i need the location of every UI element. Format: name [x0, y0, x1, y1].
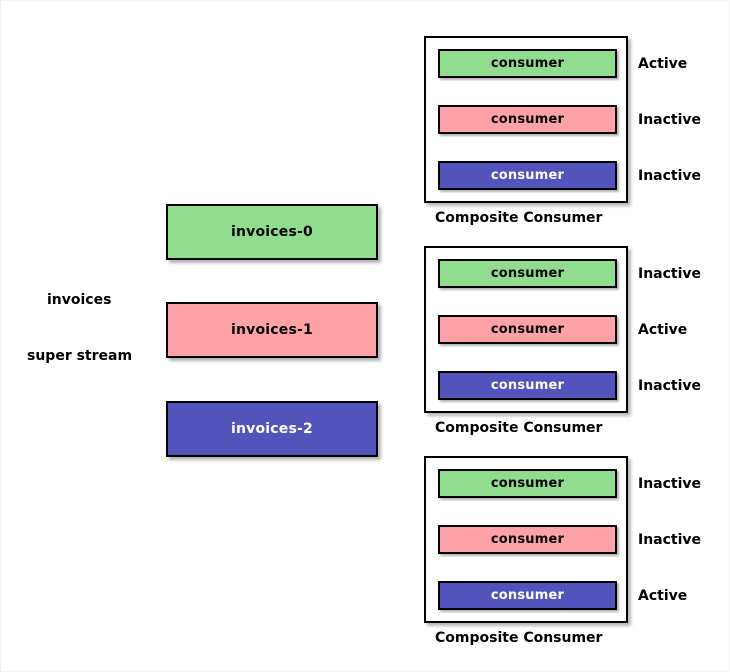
stream-partition-invoices-2: invoices-2 [166, 401, 378, 457]
status-badge-1-blue: Inactive [638, 168, 702, 184]
super-stream-name-label: invoices [47, 292, 112, 308]
status-badge-1-green: Active [638, 56, 688, 72]
status-badge-3-pink: Inactive [638, 532, 702, 548]
consumer-green-2: consumer [438, 259, 617, 288]
composite-consumer-1: consumer consumer consumer [424, 36, 628, 203]
composite-consumer-2: consumer consumer consumer [424, 246, 628, 413]
consumer-blue-1: consumer [438, 161, 617, 190]
status-badge-1-pink: Inactive [638, 112, 702, 128]
status-badge-2-green: Inactive [638, 266, 702, 282]
composite-consumer-3: consumer consumer consumer [424, 456, 628, 623]
status-badge-3-green: Inactive [638, 476, 702, 492]
composite-consumer-caption-2: Composite Consumer [435, 420, 603, 436]
consumer-green-3: consumer [438, 469, 617, 498]
consumer-blue-3: consumer [438, 581, 617, 610]
stream-partition-invoices-0: invoices-0 [166, 204, 378, 260]
composite-consumer-caption-1: Composite Consumer [435, 210, 603, 226]
consumer-pink-1: consumer [438, 105, 617, 134]
super-stream-kind-label: super stream [27, 348, 133, 364]
status-badge-2-blue: Inactive [638, 378, 702, 394]
consumer-pink-3: consumer [438, 525, 617, 554]
composite-consumer-caption-3: Composite Consumer [435, 630, 603, 646]
stream-partition-invoices-1: invoices-1 [166, 302, 378, 358]
consumer-green-1: consumer [438, 49, 617, 78]
status-badge-3-blue: Active [638, 588, 688, 604]
consumer-pink-2: consumer [438, 315, 617, 344]
consumer-blue-2: consumer [438, 371, 617, 400]
status-badge-2-pink: Active [638, 322, 688, 338]
